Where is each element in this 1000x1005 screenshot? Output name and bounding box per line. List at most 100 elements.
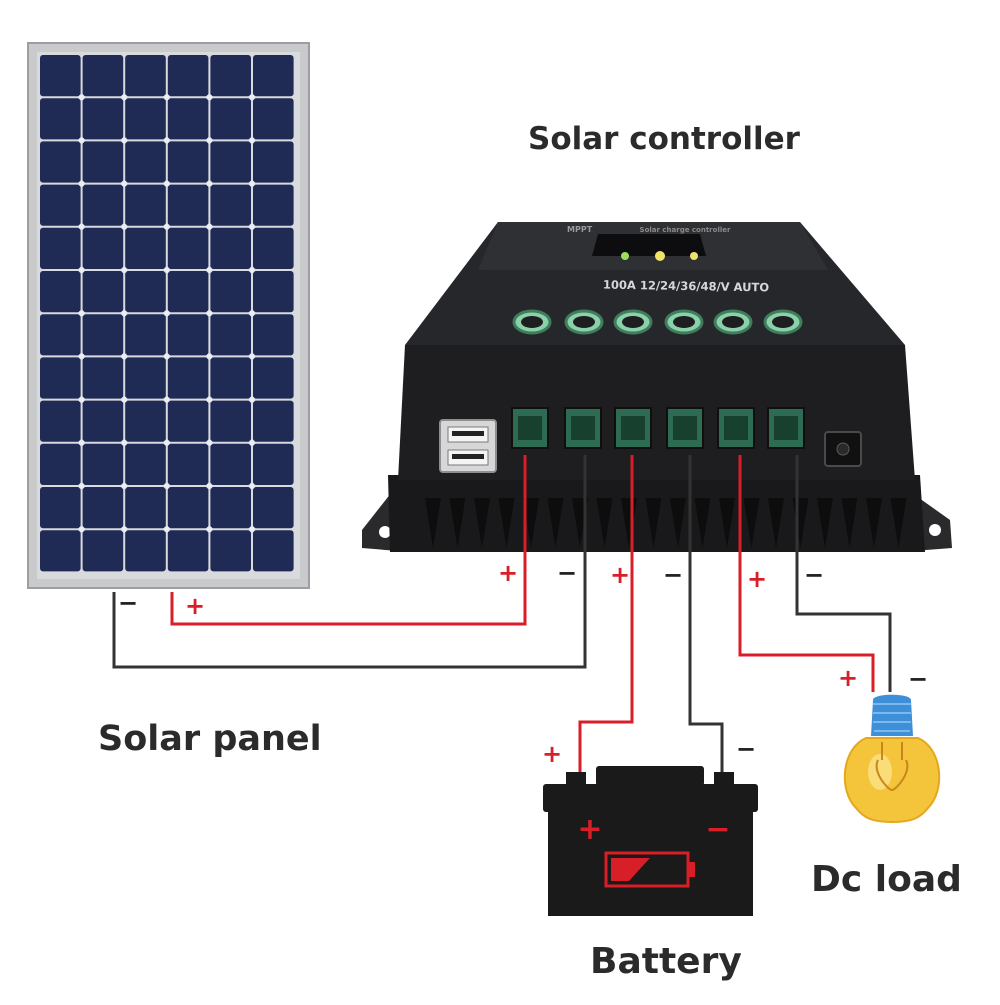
panel-cell-dot — [78, 180, 85, 187]
panel-cell — [167, 357, 209, 399]
controller-bat-plus-sign: + — [610, 561, 630, 589]
panel-cell — [167, 487, 209, 529]
panel-plus-sign: + — [185, 592, 205, 620]
panel-cell-dot — [206, 94, 213, 101]
panel-cell-dot — [249, 310, 255, 317]
panel-cell-dot — [249, 223, 255, 230]
polarity-signs: − + + − + − + − + − + − — [118, 559, 928, 768]
controller-buttons — [512, 309, 803, 335]
panel-cell-dot — [78, 223, 85, 230]
panel-cell-dot — [121, 94, 128, 101]
panel-cell — [82, 271, 124, 313]
panel-cell-dot — [121, 267, 128, 273]
terminal-screw-slot — [518, 416, 542, 440]
panel-cell-dot — [249, 94, 255, 101]
battery-face-plus: + — [577, 812, 602, 847]
battery-minus-sign: − — [736, 735, 756, 763]
panel-cell-dot — [206, 310, 213, 317]
panel-cell — [40, 55, 81, 97]
controller-subtitle-text: Solar charge controller — [640, 226, 731, 234]
controller-button-center — [521, 316, 543, 328]
panel-cell — [125, 227, 166, 269]
controller-terminals — [511, 407, 805, 449]
load-minus-sign: − — [908, 665, 928, 693]
panel-cells — [40, 55, 294, 572]
panel-cell — [125, 271, 166, 313]
load-caption: Dc load — [811, 859, 962, 900]
panel-cell — [40, 141, 81, 183]
heat-sink-fin — [719, 498, 735, 548]
wiring — [112, 455, 892, 774]
panel-cell — [210, 400, 251, 442]
load-positive-wire — [738, 455, 875, 692]
heat-sink-fin — [474, 498, 490, 548]
panel-cell — [40, 487, 81, 529]
panel-cell — [167, 443, 209, 485]
panel-cell-dot — [206, 483, 213, 489]
panel-cell — [82, 487, 124, 529]
panel-cell — [167, 55, 209, 97]
panel-cell-dot — [249, 396, 255, 403]
panel-cell-dot — [249, 267, 255, 273]
controller-bat-minus-sign: − — [663, 561, 683, 589]
heat-sink-fin — [596, 498, 613, 548]
battery-plus-sign: + — [542, 740, 562, 768]
terminal-screw-slot — [673, 416, 697, 440]
controller-button-center — [722, 316, 744, 328]
panel-cell — [167, 227, 209, 269]
panel-cell — [82, 227, 124, 269]
panel-cell-dot — [206, 439, 213, 446]
controller-pv-minus-sign: − — [557, 559, 577, 587]
panel-cell-dot — [163, 267, 170, 273]
panel-cell — [125, 55, 166, 97]
terminal-screw-slot — [724, 416, 748, 440]
panel-cell-dot — [206, 180, 213, 187]
panel-cell-dot — [78, 396, 85, 403]
heat-sink-fin — [425, 498, 441, 548]
panel-cell — [253, 55, 294, 97]
panel-cell — [82, 98, 124, 140]
panel-cell-dot — [206, 267, 213, 273]
panel-cell — [82, 184, 124, 226]
panel-cell — [167, 271, 209, 313]
controller-brand-text: MPPT — [567, 225, 593, 234]
controller-button-center — [622, 316, 644, 328]
panel-cell — [40, 271, 81, 313]
panel-cell — [82, 443, 124, 485]
panel-caption: Solar panel — [98, 719, 322, 759]
panel-cell — [210, 227, 251, 269]
controller-button-center — [573, 316, 595, 328]
panel-cell-dot — [163, 526, 170, 533]
panel-cell — [125, 184, 166, 226]
panel-cell-dot — [78, 267, 85, 273]
heat-sink-fin — [498, 498, 515, 548]
heat-sink-fin — [645, 498, 662, 548]
panel-cell-dot — [121, 526, 128, 533]
panel-cell — [253, 141, 294, 183]
terminal-screw-slot — [621, 416, 645, 440]
panel-cell — [40, 314, 81, 356]
heat-sink-fin — [449, 498, 466, 548]
panel-cell — [253, 271, 294, 313]
panel-cell-dot — [163, 223, 170, 230]
panel-cell — [253, 400, 294, 442]
heat-sink-fin — [670, 498, 686, 548]
panel-cell — [210, 357, 251, 399]
panel-cell — [125, 400, 166, 442]
panel-cell — [40, 98, 81, 140]
heat-sink-fin — [890, 498, 907, 548]
panel-cell — [82, 141, 124, 183]
panel-cell-dot — [78, 353, 85, 360]
panel-cell — [167, 184, 209, 226]
panel-cell-dot — [121, 180, 128, 187]
controller-icon: 100A 12/24/36/48/V AUTO MPPT Solar charg… — [362, 222, 952, 552]
controller-button-center — [772, 316, 794, 328]
panel-cell — [210, 530, 251, 572]
panel-cell — [82, 314, 124, 356]
panel-cell-dot — [249, 483, 255, 489]
panel-cell — [210, 98, 251, 140]
panel-cell — [167, 141, 209, 183]
terminal-screw-slot — [571, 416, 595, 440]
panel-cell — [82, 357, 124, 399]
